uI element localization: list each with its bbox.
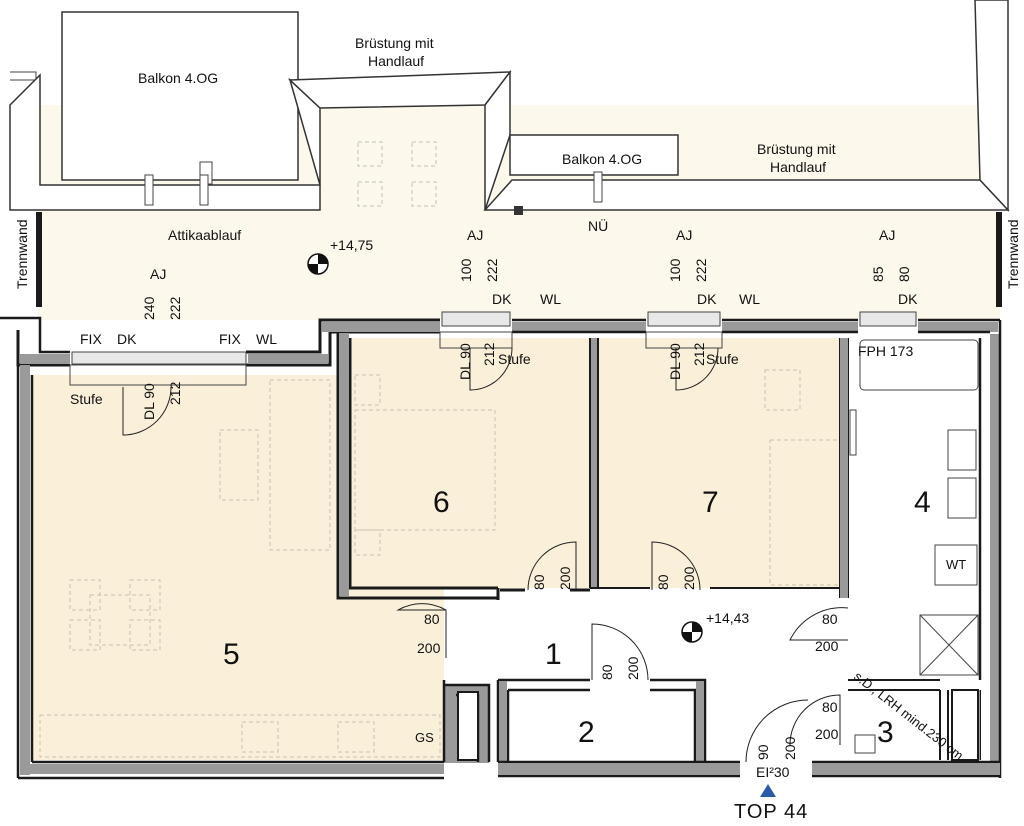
w4-height: 80	[896, 266, 912, 282]
w1-fix2: FIX	[219, 331, 241, 347]
w4-dk: DK	[898, 291, 918, 307]
d3-h: 200	[815, 726, 839, 742]
w1-dl-h: 212	[167, 381, 183, 405]
d2-h: 200	[625, 656, 641, 680]
trennwand-left-wall	[36, 212, 42, 307]
w1-dl: DL 90	[141, 383, 157, 420]
entry-marker-icon	[760, 784, 776, 797]
d7-h: 200	[681, 566, 697, 590]
balcony-right	[483, 0, 1010, 215]
d5-w: 80	[424, 611, 440, 627]
door-swings	[122, 347, 849, 763]
w3-height: 222	[693, 258, 709, 282]
parapet-center	[288, 69, 512, 211]
balkon-left-label: Balkon 4.OG	[138, 70, 218, 86]
d5-h: 200	[417, 640, 441, 656]
d7-w: 80	[655, 574, 671, 590]
room-1-floor	[444, 598, 846, 688]
level-terrace-label: +14,75	[330, 237, 373, 253]
wt-label: WT	[946, 557, 966, 572]
room-5-label: 5	[223, 638, 240, 671]
w1-fix1: FIX	[80, 331, 102, 347]
d4-h: 200	[815, 638, 839, 654]
w2-dk: DK	[492, 291, 512, 307]
windows-glass	[69, 311, 917, 386]
w2-height: 222	[484, 258, 500, 282]
bruestung-left-label-1: Brüstung mit	[355, 35, 434, 51]
trennwand-right-wall	[996, 212, 1002, 307]
furniture	[39, 141, 841, 758]
bruestung-left-label-2: Handlauf	[368, 53, 424, 69]
w1-height: 222	[167, 296, 183, 320]
w3-width: 100	[667, 258, 683, 282]
attika-label: Attikaablauf	[168, 227, 241, 243]
trennwand-left-label: Trennwand	[14, 219, 30, 289]
dentry-h: 200	[782, 736, 798, 760]
bruestung-right-label-1: Brüstung mit	[757, 141, 836, 157]
bruestung-right-label-2: Handlauf	[770, 159, 826, 175]
w1-stufe: Stufe	[70, 391, 103, 407]
level-marker-terrace	[307, 253, 329, 275]
bathroom-fixtures	[849, 339, 979, 754]
w3-dl-h: 212	[691, 342, 707, 366]
w4-width: 85	[870, 266, 886, 282]
w4-fph: FPH 173	[858, 343, 913, 359]
room-6-label: 6	[433, 486, 450, 519]
level-hall-label: +14,43	[706, 610, 749, 626]
w2-stufe: Stufe	[498, 351, 531, 367]
w2-width: 100	[458, 258, 474, 282]
w1-aj: AJ	[150, 266, 166, 282]
room-3-label: 3	[877, 716, 894, 749]
w2-wl: WL	[540, 291, 561, 307]
level-marker-hall	[681, 621, 703, 643]
w3-dl: DL 90	[667, 343, 683, 380]
unit-label: TOP 44	[734, 801, 808, 823]
ei-label: EI²30	[756, 764, 790, 780]
w2-dl-h: 212	[481, 342, 497, 366]
d6-h: 200	[557, 566, 573, 590]
d6-w: 80	[531, 574, 547, 590]
w1-wl: WL	[256, 331, 277, 347]
room-4-floor	[848, 338, 980, 683]
d4-w: 80	[822, 611, 838, 627]
w1-dk: DK	[117, 331, 137, 347]
w3-aj: AJ	[676, 227, 692, 243]
balcony-left	[9, 11, 321, 211]
w1-width: 240	[141, 296, 157, 320]
room-4-label: 4	[914, 486, 931, 519]
walls	[0, 316, 1002, 780]
dentry-w: 90	[755, 744, 771, 760]
nu-label: NÜ	[588, 217, 608, 234]
room-2-label: 2	[578, 716, 595, 749]
gs-label: GS	[415, 730, 434, 745]
w3-wl: WL	[739, 291, 760, 307]
w4-aj: AJ	[879, 227, 895, 243]
room-1-label: 1	[545, 638, 562, 671]
room-7-label: 7	[702, 486, 719, 519]
w3-stufe: Stufe	[706, 351, 739, 367]
room-7-floor	[598, 338, 840, 588]
balkon-right-label: Balkon 4.OG	[562, 151, 642, 167]
w2-dl: DL 90	[457, 343, 473, 380]
d3-w: 80	[822, 699, 838, 715]
w2-aj: AJ	[467, 227, 483, 243]
d2-w: 80	[599, 664, 615, 680]
trennwand-right-label: Trennwand	[1005, 219, 1021, 289]
w3-dk: DK	[697, 291, 717, 307]
